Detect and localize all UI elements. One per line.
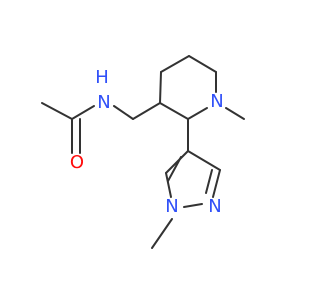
- bond-ring-n-c2: [187, 107, 208, 120]
- bond-pyrazole-c3-c4: [187, 150, 221, 171]
- bond-pyrazole-c4-c5-a: [165, 150, 189, 174]
- bond-pyrazole-n1-n2: [183, 203, 203, 208]
- amide-hydrogen-label: H: [95, 67, 109, 88]
- bond-ring-c2-c3: [159, 102, 189, 120]
- bond-pyrazole-n2-c3-b: [205, 169, 213, 194]
- piperidine-nitrogen-label: N: [210, 91, 223, 112]
- bond-pyrazole-c4-c5-b: [167, 156, 182, 182]
- bond-pyrazole-c5-n1: [165, 172, 172, 198]
- pyrazole-n1-label: N: [165, 196, 178, 217]
- bond-ring-c3-c4: [159, 71, 162, 104]
- molecule-canvas: O H N N N N: [41, 55, 245, 249]
- bond-ring-n-methyl: [225, 107, 245, 120]
- bond-ring-c5-c6: [188, 55, 217, 73]
- amide-nitrogen-label: N: [97, 92, 110, 113]
- pyrazole-n2-label: N: [208, 196, 221, 217]
- bond-pyrazole-n1-methyl: [151, 218, 173, 249]
- bond-pyrazole-n2-c3-a: [212, 169, 221, 198]
- bond-methyl-carbonyl: [41, 102, 73, 120]
- oxygen-label: O: [70, 152, 84, 173]
- bond-methylene-ring: [132, 102, 161, 120]
- bond-carbonyl-amide-n: [71, 105, 95, 120]
- structure-diagram: O H N N N N: [41, 55, 245, 249]
- bond-amide-n-methylene: [113, 105, 134, 120]
- bond-ring-c4-c5: [160, 55, 190, 73]
